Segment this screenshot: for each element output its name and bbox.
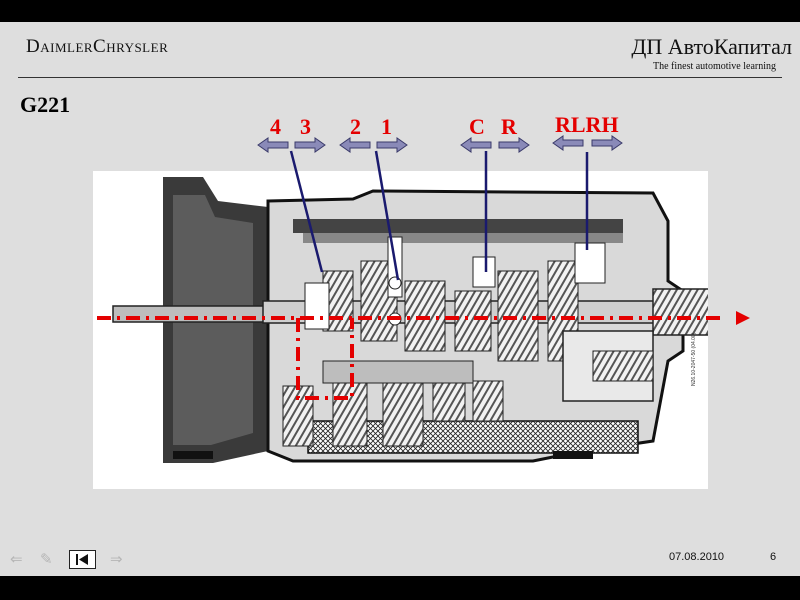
slide-number: 6 bbox=[770, 551, 777, 563]
slide-date: 07.08.2010 bbox=[669, 551, 725, 563]
mount-foot-left bbox=[173, 451, 213, 459]
gear-label-rlrh: RLRH bbox=[555, 112, 619, 137]
pen-icon[interactable]: ✎ bbox=[40, 551, 53, 568]
arrow-left-rl bbox=[552, 135, 584, 151]
shift-rail bbox=[293, 219, 623, 233]
shift-arrows bbox=[257, 135, 623, 153]
arrow-left-c bbox=[460, 137, 492, 153]
gear-label-r: R bbox=[501, 114, 517, 139]
gear-label-2: 2 bbox=[350, 114, 361, 139]
fork-pivot-lower bbox=[388, 312, 402, 326]
planetary-gear bbox=[592, 350, 654, 382]
arrow-left-4 bbox=[257, 137, 289, 153]
back-arrow-icon[interactable]: ⇐ bbox=[10, 551, 23, 568]
daimlerchrysler-logo: DaimlerChrysler bbox=[26, 36, 169, 57]
slide-title: G221 bbox=[20, 92, 71, 117]
forward-arrow-icon[interactable]: ⇒ bbox=[110, 551, 123, 568]
input-shaft bbox=[112, 305, 284, 323]
fork-pivot bbox=[388, 276, 402, 290]
arrow-right-1 bbox=[376, 137, 408, 153]
main-gear-4 bbox=[454, 290, 492, 352]
main-gear-3 bbox=[404, 280, 446, 352]
mount-foot-right bbox=[553, 451, 593, 459]
company-name: ДП АвтоКапитал bbox=[631, 34, 792, 59]
gear-label-4: 4 bbox=[270, 114, 281, 139]
gear-label-3: 3 bbox=[300, 114, 311, 139]
home-first-button[interactable] bbox=[69, 550, 96, 569]
tagline: The finest automotive learning bbox=[652, 61, 776, 72]
home-first-icon bbox=[76, 554, 88, 565]
synchro-c-r bbox=[472, 256, 496, 288]
synchro-4-3 bbox=[304, 282, 330, 330]
counter-gear-2 bbox=[332, 375, 368, 447]
part-code: N26.10-2047-50 (04.00) bbox=[691, 332, 697, 386]
arrow-right-3 bbox=[294, 137, 326, 153]
power-flow-arrowhead bbox=[736, 311, 750, 325]
transmission-cutaway-diagram: N26.10-2047-50 (04.00) bbox=[93, 171, 708, 489]
counter-gear-1 bbox=[282, 385, 314, 447]
output-flange bbox=[652, 288, 708, 336]
header-divider bbox=[18, 77, 782, 78]
slide: DaimlerChrysler ДП АвтоКапитал The fines… bbox=[0, 22, 800, 576]
gearbox-illustration: N26.10-2047-50 (04.00) bbox=[112, 177, 708, 463]
countershaft bbox=[322, 360, 474, 384]
arrow-right-rh bbox=[591, 135, 623, 151]
arrow-right-r bbox=[498, 137, 530, 153]
main-gear-5 bbox=[497, 270, 539, 362]
range-synchro bbox=[574, 242, 606, 284]
shift-rail-lower bbox=[303, 233, 623, 243]
gear-label-1: 1 bbox=[381, 114, 392, 139]
gear-label-c: C bbox=[469, 114, 485, 139]
counter-gear-5 bbox=[472, 380, 504, 422]
arrow-left-2 bbox=[339, 137, 371, 153]
